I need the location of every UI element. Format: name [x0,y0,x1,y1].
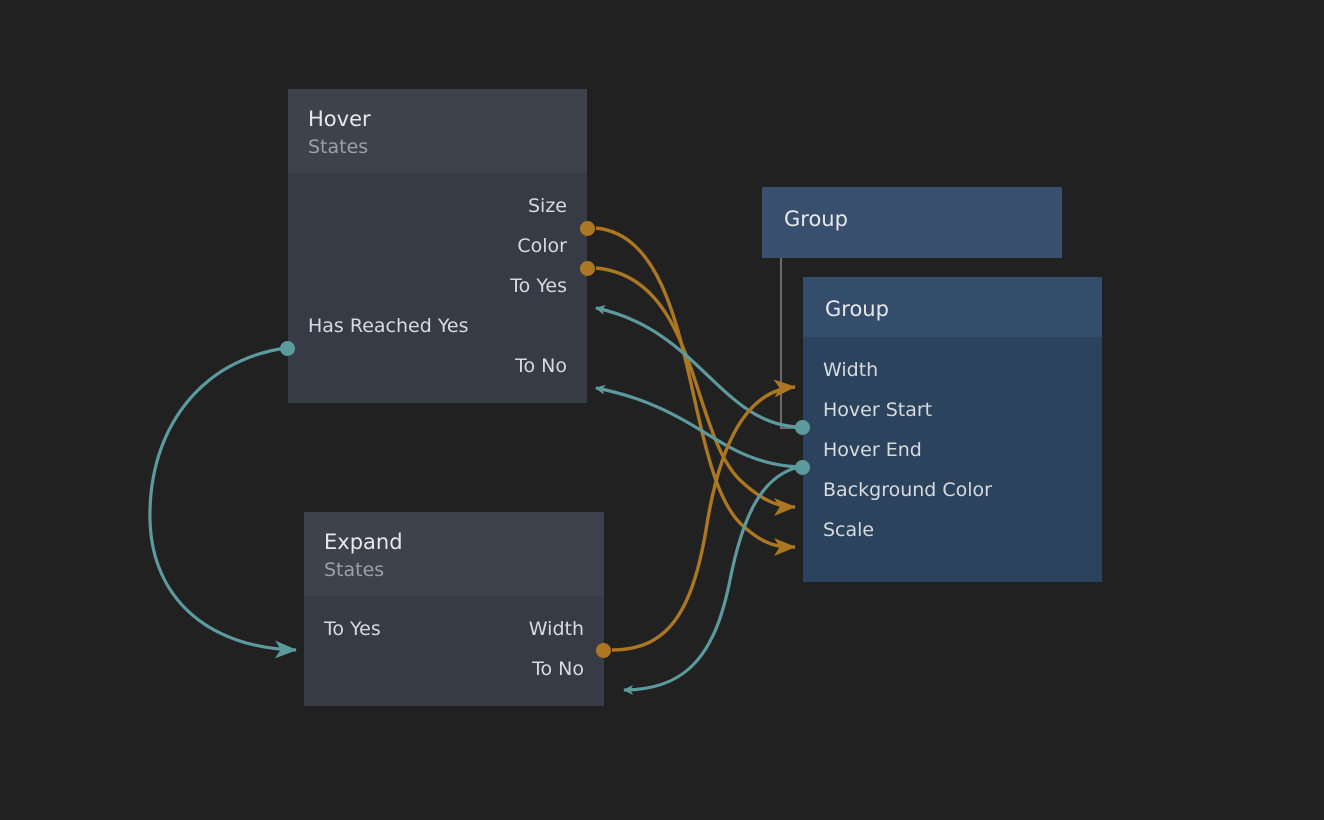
node-group-inner-title: Group [825,297,889,321]
port-row-expand-width[interactable]: Width [529,618,584,640]
port-row-group-hover-start[interactable]: Hover Start [823,399,932,421]
port-label-to-no: To No [515,354,567,377]
port-dot-group-hover-end[interactable] [795,460,810,475]
port-row-hover-has-reached-yes[interactable]: Has Reached Yes [308,315,469,337]
port-label-to-yes: To Yes [510,274,567,297]
port-label-group-width: Width [823,359,879,382]
port-dot-expand-width[interactable] [596,643,611,658]
port-label-group-hover-end: Hover End [823,439,922,462]
node-group-inner-body: Width Hover Start Hover End Background C… [803,337,1102,583]
port-dot-group-hover-start[interactable] [795,420,810,435]
node-group-outer-header: Group [762,187,1062,252]
edge-has-reached-yes-to-expand-to-yes [148,346,297,659]
port-row-hover-color[interactable]: Color [517,235,567,257]
port-row-expand-to-no[interactable]: To No [532,658,584,680]
port-label-color: Color [517,234,567,257]
node-hover-state[interactable]: Hover States Size Color To Yes Has Reach… [288,89,587,425]
port-dot-hover-has-reached-yes[interactable] [280,341,295,356]
port-label-group-hover-start: Hover Start [823,399,933,422]
node-expand-subtitle: States [324,559,385,582]
node-expand-title: Expand [324,530,403,554]
port-row-group-background-color[interactable]: Background Color [823,479,992,501]
node-group-outer-title: Group [784,207,848,231]
group-link-line [780,258,801,429]
node-group-inner[interactable]: Group Width Hover Start Hover End Backgr… [803,277,1102,583]
edge-color-to-background-color [595,266,796,516]
node-hover-subtitle: States [308,136,369,159]
port-row-hover-to-yes[interactable]: To Yes [510,275,567,297]
node-expand-body: To Yes Width To No [304,595,604,706]
node-hover-title: Hover [308,107,371,131]
node-hover-header: Hover States [288,89,587,173]
port-dot-hover-color[interactable] [580,261,595,276]
port-label-has-reached-yes: Has Reached Yes [308,314,469,337]
port-row-group-scale[interactable]: Scale [823,519,874,541]
edge-hover-end-to-expand-to-no [623,465,800,695]
port-label-size: Size [527,194,567,217]
port-row-hover-size[interactable]: Size [528,195,567,217]
port-row-group-width[interactable]: Width [823,359,878,381]
edge-size-to-scale [595,226,796,556]
node-expand-state[interactable]: Expand States To Yes Width To No [304,512,604,728]
node-expand-header: Expand States [304,512,604,596]
node-group-outer[interactable]: Group [762,187,1062,258]
port-row-hover-to-no[interactable]: To No [515,355,567,377]
port-row-group-hover-end[interactable]: Hover End [823,439,922,461]
node-group-inner-header: Group [803,277,1102,338]
edge-expand-width-to-width [611,379,796,652]
port-label-group-scale: Scale [823,519,875,542]
port-row-expand-to-yes[interactable]: To Yes [324,618,381,640]
port-label-expand-to-no: To No [532,657,584,680]
port-label-group-background-color: Background Color [823,479,992,502]
port-label-expand-to-yes: To Yes [324,617,381,640]
port-dot-hover-size[interactable] [580,221,595,236]
edge-hover-start-to-to-yes [595,304,800,429]
edge-hover-end-to-to-no [595,384,800,469]
port-label-expand-width: Width [528,617,584,640]
node-hover-body: Size Color To Yes Has Reached Yes To No [288,172,587,403]
